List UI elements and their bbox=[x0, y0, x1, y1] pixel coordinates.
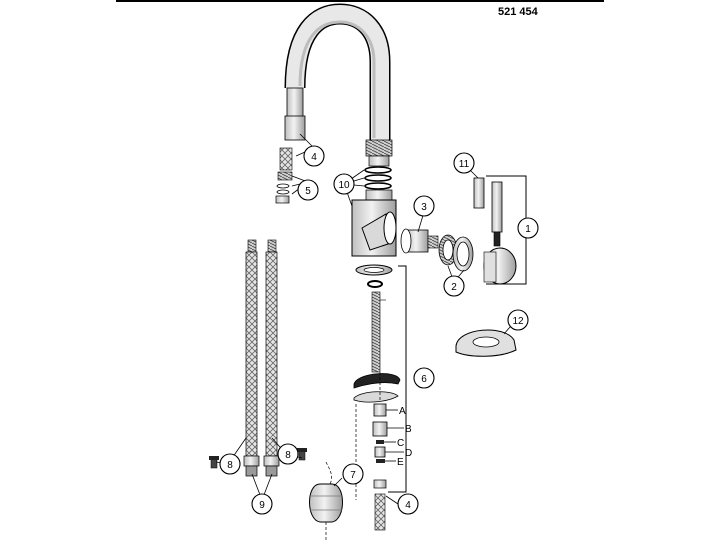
retaining-nut bbox=[438, 234, 474, 272]
svg-text:6: 6 bbox=[421, 374, 427, 385]
svg-text:10: 10 bbox=[338, 180, 350, 191]
svg-text:7: 7 bbox=[350, 470, 356, 481]
svg-text:9: 9 bbox=[259, 500, 265, 511]
svg-text:5: 5 bbox=[305, 186, 311, 197]
svg-text:8: 8 bbox=[227, 460, 233, 471]
callout-5: 5 bbox=[297, 179, 319, 201]
label-e: E bbox=[397, 457, 404, 468]
svg-text:2: 2 bbox=[451, 282, 457, 293]
callout-4-upper: 4 bbox=[303, 145, 325, 167]
callout-7: 7 bbox=[342, 463, 364, 485]
callout-10: 10 bbox=[333, 173, 355, 195]
label-d: D bbox=[405, 448, 412, 459]
callout-11: 11 bbox=[453, 152, 475, 174]
svg-text:4: 4 bbox=[311, 152, 317, 163]
label-b: B bbox=[405, 424, 412, 435]
svg-text:8: 8 bbox=[285, 450, 291, 461]
cartridge bbox=[400, 228, 439, 254]
label-c: C bbox=[397, 438, 404, 449]
svg-text:4: 4 bbox=[405, 500, 411, 511]
callout-9: 9 bbox=[251, 493, 273, 515]
part-number: 521 454 bbox=[498, 6, 538, 18]
label-a: A bbox=[399, 406, 406, 417]
small-parts-stack bbox=[372, 403, 404, 531]
supply-hoses bbox=[209, 239, 307, 477]
top-rule bbox=[116, 0, 604, 2]
handle bbox=[473, 175, 527, 285]
callout-8-right: 8 bbox=[277, 443, 299, 465]
callout-6: 6 bbox=[413, 367, 435, 389]
svg-text:12: 12 bbox=[512, 316, 524, 327]
hose-weight bbox=[309, 461, 343, 540]
leader-lines bbox=[215, 133, 517, 505]
mounting-kit bbox=[353, 264, 407, 500]
callout-12: 12 bbox=[507, 309, 529, 331]
spout bbox=[284, 3, 391, 140]
callout-1: 1 bbox=[517, 217, 539, 239]
callout-4-lower: 4 bbox=[397, 493, 419, 515]
callout-2: 2 bbox=[443, 275, 465, 297]
faucet-body bbox=[351, 139, 397, 257]
callout-3: 3 bbox=[413, 195, 435, 217]
svg-text:1: 1 bbox=[525, 224, 531, 235]
escutcheon bbox=[455, 329, 517, 357]
svg-text:11: 11 bbox=[459, 159, 470, 170]
svg-text:3: 3 bbox=[421, 202, 427, 213]
callout-8-left: 8 bbox=[219, 453, 241, 475]
